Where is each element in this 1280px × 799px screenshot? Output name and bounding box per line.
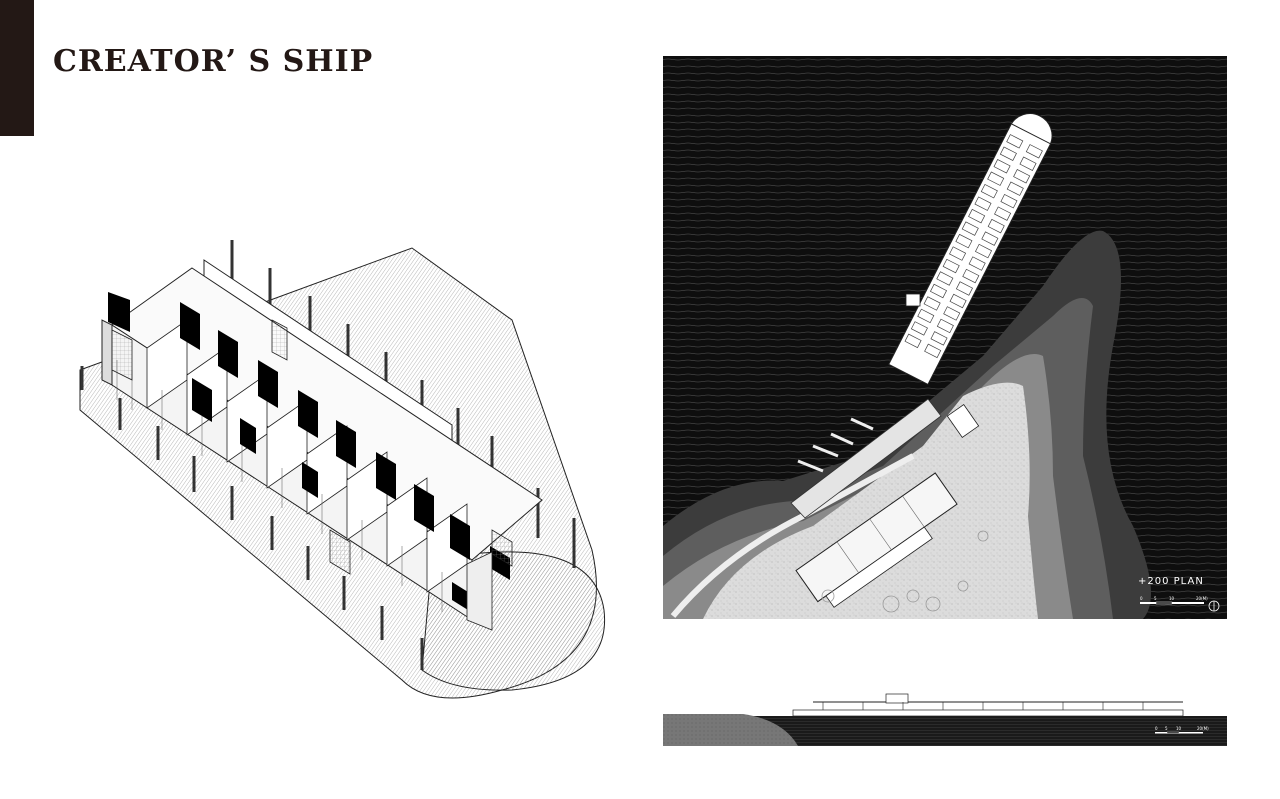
ship xyxy=(888,113,1053,386)
site-plan: +200 PLAN 0 5 10 20(M) xyxy=(663,56,1227,619)
section-scale-tick-0: 0 xyxy=(1155,726,1158,731)
columns xyxy=(80,240,576,670)
scale-tick-2: 10 xyxy=(1169,596,1175,601)
section-scale-tick-2: 10 xyxy=(1176,726,1182,731)
axonometric-drawing xyxy=(72,230,620,710)
trees xyxy=(821,530,989,613)
pier-kiosk xyxy=(946,404,980,438)
north-arrow-icon xyxy=(1208,600,1220,612)
pier xyxy=(790,398,942,519)
section-scale-tick-1: 5 xyxy=(1165,726,1168,731)
section-scale-bar: 0 5 10 20(M) xyxy=(1155,726,1209,734)
ship-gangway xyxy=(905,293,921,307)
mesh-screens xyxy=(111,319,513,575)
section-drawing: 0 5 10 20(M) xyxy=(663,690,1227,746)
axonometric-svg xyxy=(79,240,606,699)
section-tower xyxy=(885,693,909,704)
stern-wall xyxy=(466,551,493,631)
land-path xyxy=(670,453,915,618)
section-posts xyxy=(822,702,1144,710)
main-building xyxy=(795,472,958,608)
accent-bar xyxy=(0,0,34,136)
section-scale-tick-3: 20(M) xyxy=(1197,726,1209,731)
black-panels xyxy=(108,292,510,610)
section-svg: 0 5 10 20(M) xyxy=(663,693,1227,746)
section-ground xyxy=(663,714,798,746)
scale-tick-0: 0 xyxy=(1140,596,1143,601)
pier-piles xyxy=(797,417,874,473)
scale-bar: 0 5 10 20(M) xyxy=(1140,596,1208,605)
plan-label: +200 PLAN xyxy=(1138,576,1204,587)
scale-tick-1: 5 xyxy=(1154,596,1157,601)
scale-tick-3: 20(M) xyxy=(1196,596,1208,601)
land-ground xyxy=(703,382,1038,619)
page-title: CREATOR’ S SHIP xyxy=(53,44,374,79)
site-plan-svg: +200 PLAN 0 5 10 20(M) xyxy=(663,56,1227,619)
section-deck xyxy=(792,709,1184,717)
